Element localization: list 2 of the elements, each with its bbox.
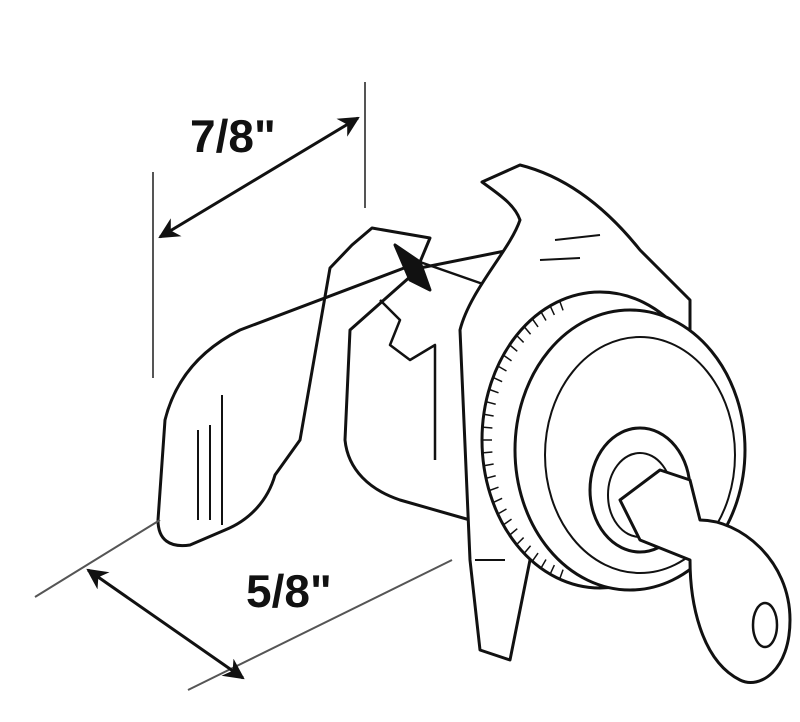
dimension-label: 5/8" — [246, 568, 332, 614]
dimension-label: 7/8" — [190, 113, 276, 159]
